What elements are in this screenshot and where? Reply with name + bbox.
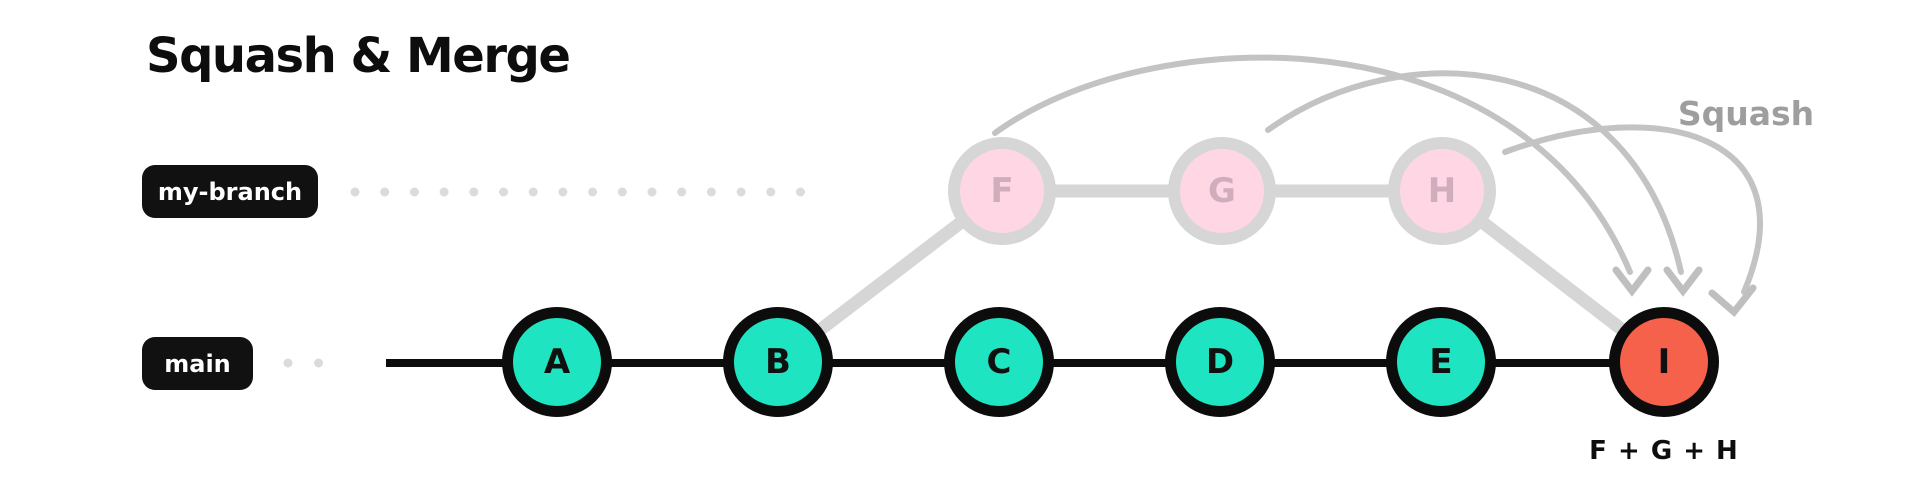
- squash-annotation: Squash: [1677, 94, 1815, 133]
- squash-arrow-f-to-i: [992, 54, 1633, 275]
- commit-node-e: E: [1386, 307, 1496, 417]
- commit-node-a: A: [502, 307, 612, 417]
- commit-node-f: F: [948, 137, 1056, 245]
- commit-node-g: G: [1168, 137, 1276, 245]
- commit-node-h: H: [1388, 137, 1496, 245]
- commit-label: G: [1208, 171, 1236, 211]
- arrowhead-h-icon: [1708, 284, 1757, 318]
- arrowhead-g-icon: [1663, 266, 1703, 297]
- commit-node-b: B: [723, 307, 833, 417]
- branch-tag-label: my-branch: [157, 177, 303, 206]
- arrowhead-f-icon: [1612, 266, 1652, 297]
- page-title: Squash & Merge: [146, 28, 571, 84]
- branch-tag-label: main: [164, 349, 231, 378]
- commit-label: B: [765, 342, 791, 382]
- commit-label: E: [1429, 342, 1453, 382]
- branch-tag-main: main: [142, 337, 253, 390]
- squash-arrow-g-to-i: [1265, 70, 1684, 275]
- commit-label: A: [543, 342, 571, 382]
- branch-tag-my-branch: my-branch: [142, 165, 318, 218]
- commit-node-i-squash-merge: I: [1609, 307, 1719, 417]
- commit-node-c: C: [944, 307, 1054, 417]
- commit-label: C: [986, 342, 1012, 382]
- squash-arrow-h-to-i: [1502, 124, 1763, 295]
- commit-label: H: [1427, 171, 1457, 211]
- commit-label: F: [990, 171, 1014, 211]
- commit-label: I: [1657, 342, 1671, 382]
- commit-label: D: [1205, 342, 1235, 382]
- commit-node-d: D: [1165, 307, 1275, 417]
- merge-commit-caption: F + G + H: [1589, 436, 1739, 466]
